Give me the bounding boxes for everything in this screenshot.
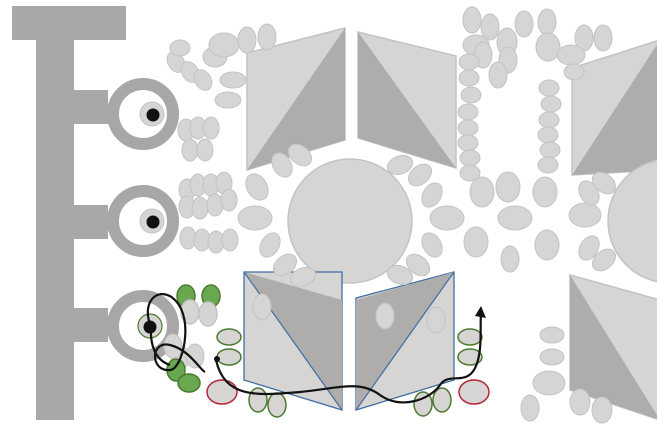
gray-cell (538, 157, 558, 173)
gray-cell (539, 80, 559, 96)
gray-cell (209, 33, 239, 57)
port-connector-top (74, 90, 108, 124)
gray-cell (208, 231, 224, 253)
alert-cell (207, 380, 237, 404)
route-node (214, 356, 220, 362)
gray-cell (418, 229, 447, 261)
port-dot (147, 216, 160, 229)
gray-cell (192, 197, 208, 219)
highlighted-cell (199, 302, 217, 326)
gray-cell (470, 177, 494, 207)
gray-cell (592, 397, 612, 423)
gray-cell (535, 230, 559, 260)
gray-cell (536, 33, 560, 61)
gray-cell (458, 120, 478, 136)
gray-cell (496, 172, 520, 202)
gray-cell (197, 139, 213, 161)
highlighted-cell (458, 329, 482, 345)
gray-cell (203, 117, 219, 139)
gray-cell (459, 54, 479, 70)
gray-cell (258, 24, 276, 50)
gray-cell (594, 25, 612, 51)
gray-cell (464, 227, 488, 257)
gray-cell (460, 150, 480, 166)
gray-cell (458, 135, 478, 151)
gray-cell (501, 246, 519, 272)
highlighted-cell (268, 393, 286, 417)
port-dot (147, 109, 160, 122)
gray-cell (538, 127, 558, 143)
gray-cell (481, 14, 499, 40)
gray-cell (238, 27, 256, 53)
gray-cell (538, 9, 556, 35)
gray-cell (180, 227, 196, 249)
gray-cell (539, 112, 559, 128)
gray-cell (570, 389, 590, 415)
port-middle (113, 191, 173, 251)
gray-cell (256, 229, 285, 261)
gray-cell (498, 206, 532, 230)
highlighted-cell (178, 374, 200, 392)
gray-cell (489, 62, 507, 88)
highlighted-cell (249, 388, 267, 412)
gray-cell (182, 139, 198, 161)
gray-cell (540, 327, 564, 343)
gray-cell (215, 92, 241, 108)
gray-cell (521, 395, 539, 421)
alert-cell (459, 380, 489, 404)
gray-cell (241, 170, 272, 204)
gray-cell (194, 229, 210, 251)
gray-cell (533, 177, 557, 207)
gray-cell (207, 194, 223, 216)
gray-cell (221, 189, 237, 211)
gray-cell (569, 203, 601, 227)
gray-cell (222, 229, 238, 251)
gray-cell (461, 87, 481, 103)
route-arrowhead (475, 306, 486, 318)
panel-upper-right (358, 32, 456, 168)
gray-cell (557, 45, 585, 65)
hub-right (608, 159, 657, 283)
highlighted-cell (217, 329, 241, 345)
gray-cell (427, 307, 445, 333)
gray-cell (540, 142, 560, 158)
port-connector-middle (74, 205, 108, 239)
gray-cell (540, 349, 564, 365)
panel-far-right-top (572, 40, 657, 175)
port-connector-bottom (74, 308, 108, 342)
gray-cell (220, 72, 246, 88)
hub-center (288, 159, 412, 283)
gray-cell (458, 104, 478, 120)
gray-cell (376, 303, 394, 329)
gray-cell (430, 206, 464, 230)
gray-cell (253, 294, 271, 320)
gray-cell (459, 70, 479, 86)
gray-cell (533, 371, 565, 395)
gray-cell (541, 96, 561, 112)
gray-cell (463, 7, 481, 33)
gray-cell (238, 206, 272, 230)
t-bar-stem (36, 6, 74, 420)
gray-cell (564, 64, 584, 80)
gray-cell (515, 11, 533, 37)
port-top (113, 84, 173, 144)
highlighted-cell (217, 349, 241, 365)
gray-cell (170, 40, 190, 56)
